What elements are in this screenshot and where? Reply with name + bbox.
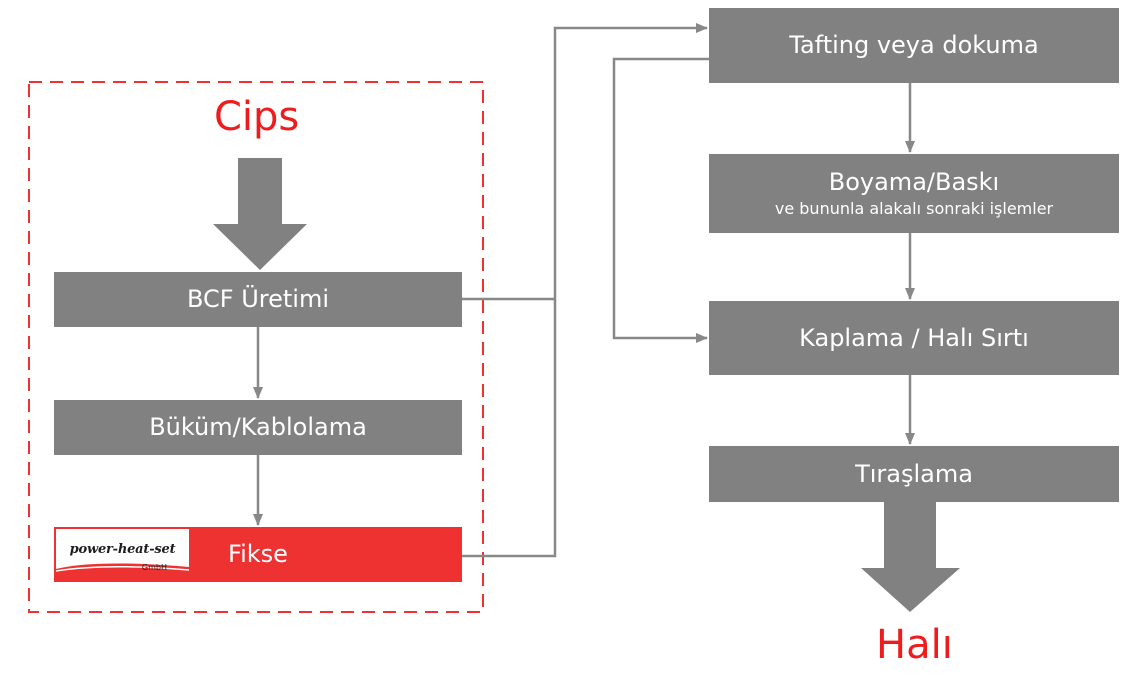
twisting-label: Büküm/Kablolama xyxy=(149,413,367,442)
dyeing-box: Boyama/Baskı ve bununla alakalı sonraki … xyxy=(709,154,1119,233)
bcf-production-label: BCF Üretimi xyxy=(186,285,330,314)
tufting-box: Tafting veya dokuma xyxy=(709,8,1119,83)
input-label: Cips xyxy=(214,94,300,140)
fixing-label: Fikse xyxy=(228,540,288,569)
process-group-frame xyxy=(28,81,484,613)
connector-tufting-to-coating xyxy=(612,57,709,343)
power-heat-set-logo: power-heat-set GmbH xyxy=(56,529,189,580)
output-label: Halı xyxy=(876,622,953,668)
connector-fixing-to-tufting xyxy=(462,23,708,558)
tufting-label: Tafting veya dokuma xyxy=(789,31,1039,60)
twisting-box: Büküm/Kablolama xyxy=(54,400,462,455)
logo-suffix-text: GmbH xyxy=(141,563,167,572)
shearing-box: Tıraşlama xyxy=(709,446,1119,502)
dyeing-label: Boyama/Baskı xyxy=(828,167,1000,196)
coating-label: Kaplama / Halı Sırtı xyxy=(799,323,1029,352)
shearing-label: Tıraşlama xyxy=(855,459,973,488)
bcf-production-box: BCF Üretimi xyxy=(54,272,462,327)
logo-brand-text: power-heat-set xyxy=(69,542,176,557)
logo-swoosh xyxy=(56,563,189,580)
coating-box: Kaplama / Halı Sırtı xyxy=(709,301,1119,375)
dyeing-sublabel: ve bununla alakalı sonraki işlemler xyxy=(774,198,1054,218)
output-big-arrow xyxy=(861,502,960,612)
input-big-arrow xyxy=(213,158,307,270)
